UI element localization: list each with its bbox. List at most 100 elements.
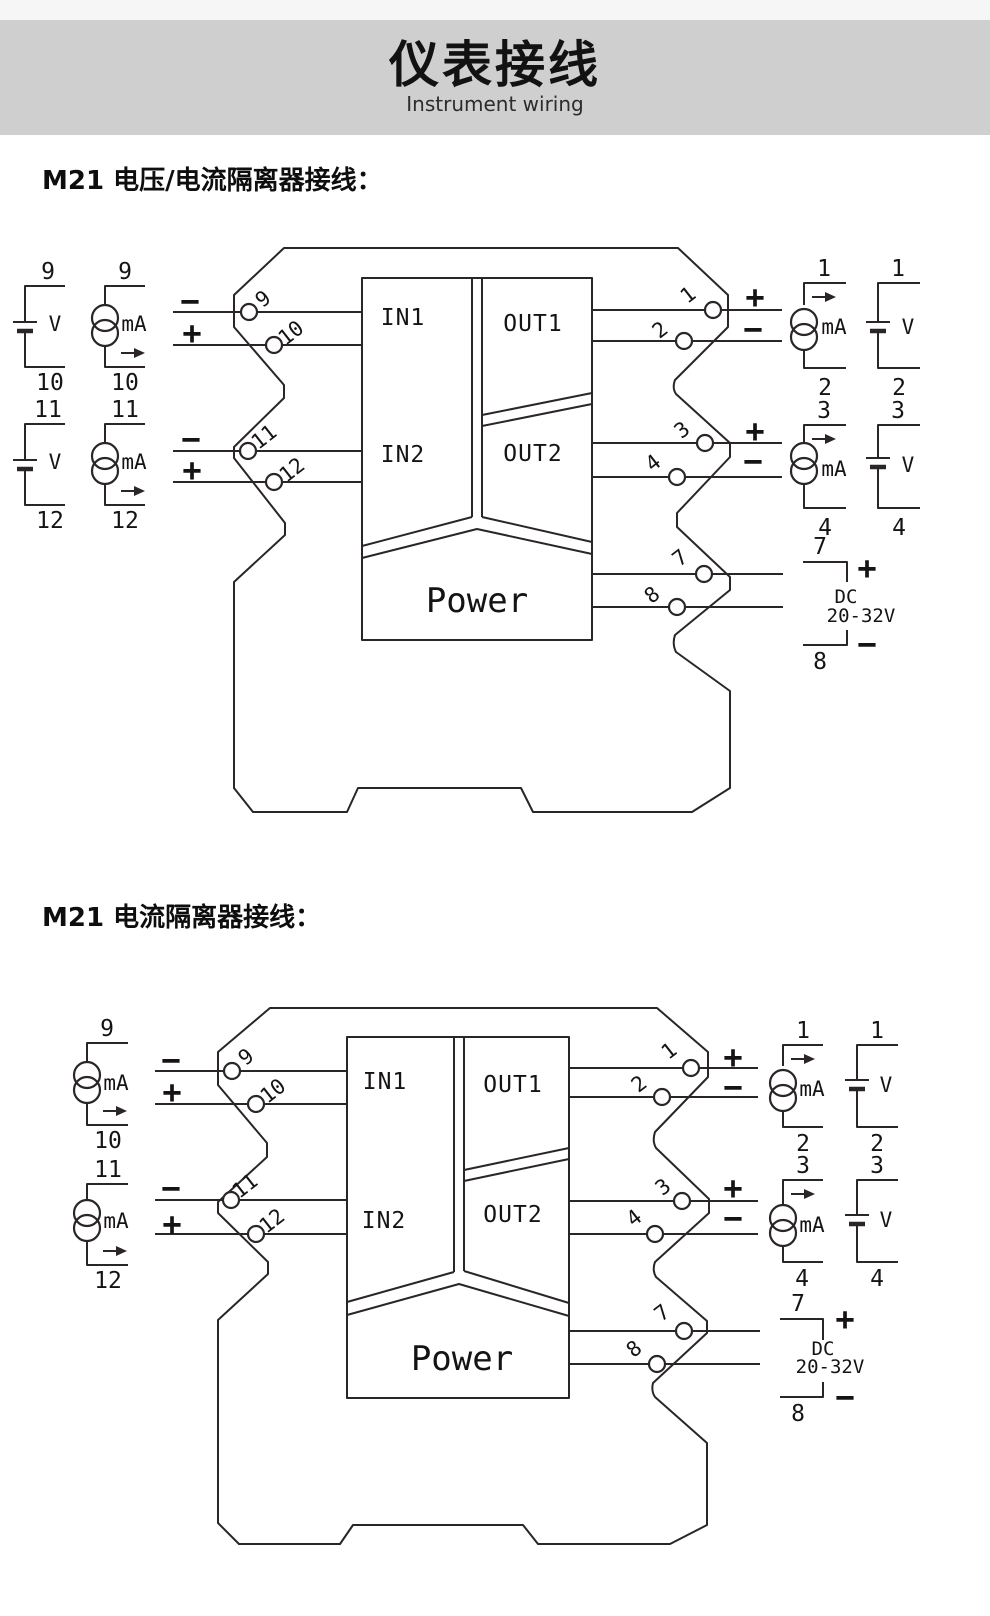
module-outline <box>217 1007 710 1545</box>
terminal-3 <box>672 1191 692 1211</box>
terminal-number-top: 1 <box>891 256 905 282</box>
power-wires <box>592 573 783 608</box>
terminal-7-number: 7 <box>668 545 693 572</box>
supply-plus-sign: + <box>835 1300 854 1338</box>
out1-minus-sign: − <box>743 310 762 348</box>
battery-bracket <box>866 282 920 369</box>
label-out1: OUT1 <box>483 1072 542 1098</box>
terminal-number-bottom: 2 <box>892 375 906 401</box>
terminal-4-number: 4 <box>641 450 666 477</box>
isolation-barrier-vertical <box>453 1037 465 1272</box>
current-source-input2: 11 12 mA <box>72 1157 129 1294</box>
terminal-number-top: 1 <box>796 1018 810 1044</box>
terminal-number-top: 11 <box>34 397 62 423</box>
section-title-current-isolator: M21 电流隔离器接线： <box>42 903 322 933</box>
out1-plus-sign: + <box>745 278 764 316</box>
source-bracket <box>86 1183 128 1266</box>
voltage-label: V <box>49 312 62 336</box>
source-circle-top <box>768 1068 798 1098</box>
label-out2: OUT2 <box>503 441 562 467</box>
in1-plus-sign: + <box>182 314 201 352</box>
voltage-label: V <box>880 1073 893 1097</box>
voltage-load-output1: 1 2 V <box>845 1018 898 1157</box>
source-circle-bottom <box>789 456 819 486</box>
module-outline <box>233 247 731 813</box>
terminal-number-top: 11 <box>94 1157 122 1183</box>
current-arrow-head <box>134 348 145 358</box>
source-bracket <box>782 1179 823 1263</box>
page-top-strip <box>0 0 990 20</box>
label-power: Power <box>411 1339 513 1379</box>
terminal-3 <box>695 433 715 453</box>
terminal-10 <box>264 335 284 355</box>
terminal-number-top: 3 <box>796 1153 810 1179</box>
supply-bracket <box>780 1318 824 1398</box>
terminal-number-top: 9 <box>41 259 55 285</box>
terminal-9 <box>222 1061 242 1081</box>
label-in1: IN1 <box>363 1069 408 1095</box>
terminal-4-number: 4 <box>622 1205 647 1232</box>
source-circle-bottom <box>72 1213 102 1243</box>
current-source-input1: 9 10 mA <box>72 1016 129 1154</box>
terminal-2-number: 2 <box>627 1071 652 1098</box>
isolation-barrier-power <box>346 1270 570 1317</box>
current-label: mA <box>799 1213 825 1237</box>
terminal-8-number: 8 <box>640 582 665 609</box>
terminal-1 <box>681 1058 701 1078</box>
label-out2: OUT2 <box>483 1202 542 1228</box>
page-title: 仪表接线 <box>389 35 601 94</box>
current-arrow-head <box>804 1054 815 1064</box>
source-circle-top <box>72 1060 102 1090</box>
current-load-output1: 1 2 mA <box>789 256 847 401</box>
current-load-output2: 3 4 mA <box>789 398 847 541</box>
in1-minus-sign: − <box>161 1041 180 1079</box>
current-arrow-head <box>134 486 145 496</box>
source-bracket <box>803 424 846 509</box>
source-circle-top <box>90 303 120 333</box>
label-power: Power <box>426 581 528 621</box>
battery-bracket <box>13 423 65 506</box>
voltage-load-output1: 1 2 V <box>866 256 920 401</box>
voltage-label: V <box>880 1208 893 1232</box>
source-bracket <box>803 282 846 369</box>
input-wires <box>155 1070 347 1235</box>
terminal-7-number: 7 <box>650 1300 675 1327</box>
label-out1: OUT1 <box>503 311 562 337</box>
terminal-11 <box>221 1190 241 1210</box>
isolator-box <box>346 1036 570 1399</box>
current-source-input1: 9 10 mA <box>90 259 147 396</box>
terminal-2 <box>652 1087 672 1107</box>
out1-minus-sign: − <box>723 1068 742 1106</box>
current-arrow-head <box>804 1189 815 1199</box>
terminal-number-top: 9 <box>118 259 132 285</box>
dc-label: DC <box>835 586 858 608</box>
terminal-number-top: 9 <box>100 1016 114 1042</box>
isolation-barrier-power <box>361 516 593 559</box>
power-supply: 7 8 DC 20-32V + − <box>780 1291 864 1427</box>
terminal-number-bottom: 4 <box>870 1266 884 1292</box>
dc-range-label: 20-32V <box>827 605 896 627</box>
terminal-number-bottom: 2 <box>796 1131 810 1157</box>
supply-minus-sign: − <box>857 625 876 663</box>
current-label: mA <box>103 1209 129 1233</box>
in2-plus-sign: + <box>162 1205 181 1243</box>
source-circle-top <box>72 1198 102 1228</box>
terminal-number-bottom: 12 <box>36 508 64 534</box>
terminal-number-top: 3 <box>870 1153 884 1179</box>
battery-bracket <box>845 1179 898 1263</box>
terminal-8 <box>647 1354 667 1374</box>
out1-plus-sign: + <box>723 1038 742 1076</box>
out2-plus-sign: + <box>745 412 764 450</box>
in1-minus-sign: − <box>180 282 199 320</box>
dc-range-label: 20-32V <box>796 1356 865 1378</box>
source-bracket <box>104 285 145 368</box>
label-in1: IN1 <box>381 305 426 331</box>
supply-minus-sign: − <box>835 1378 854 1416</box>
current-source-input2: 11 12 mA <box>90 397 147 534</box>
source-circle-bottom <box>789 322 819 352</box>
terminal-12 <box>264 472 284 492</box>
terminal-number-top: 1 <box>817 256 831 282</box>
battery-bracket <box>845 1044 898 1128</box>
in2-minus-sign: − <box>181 420 200 458</box>
voltage-label: V <box>902 315 915 339</box>
